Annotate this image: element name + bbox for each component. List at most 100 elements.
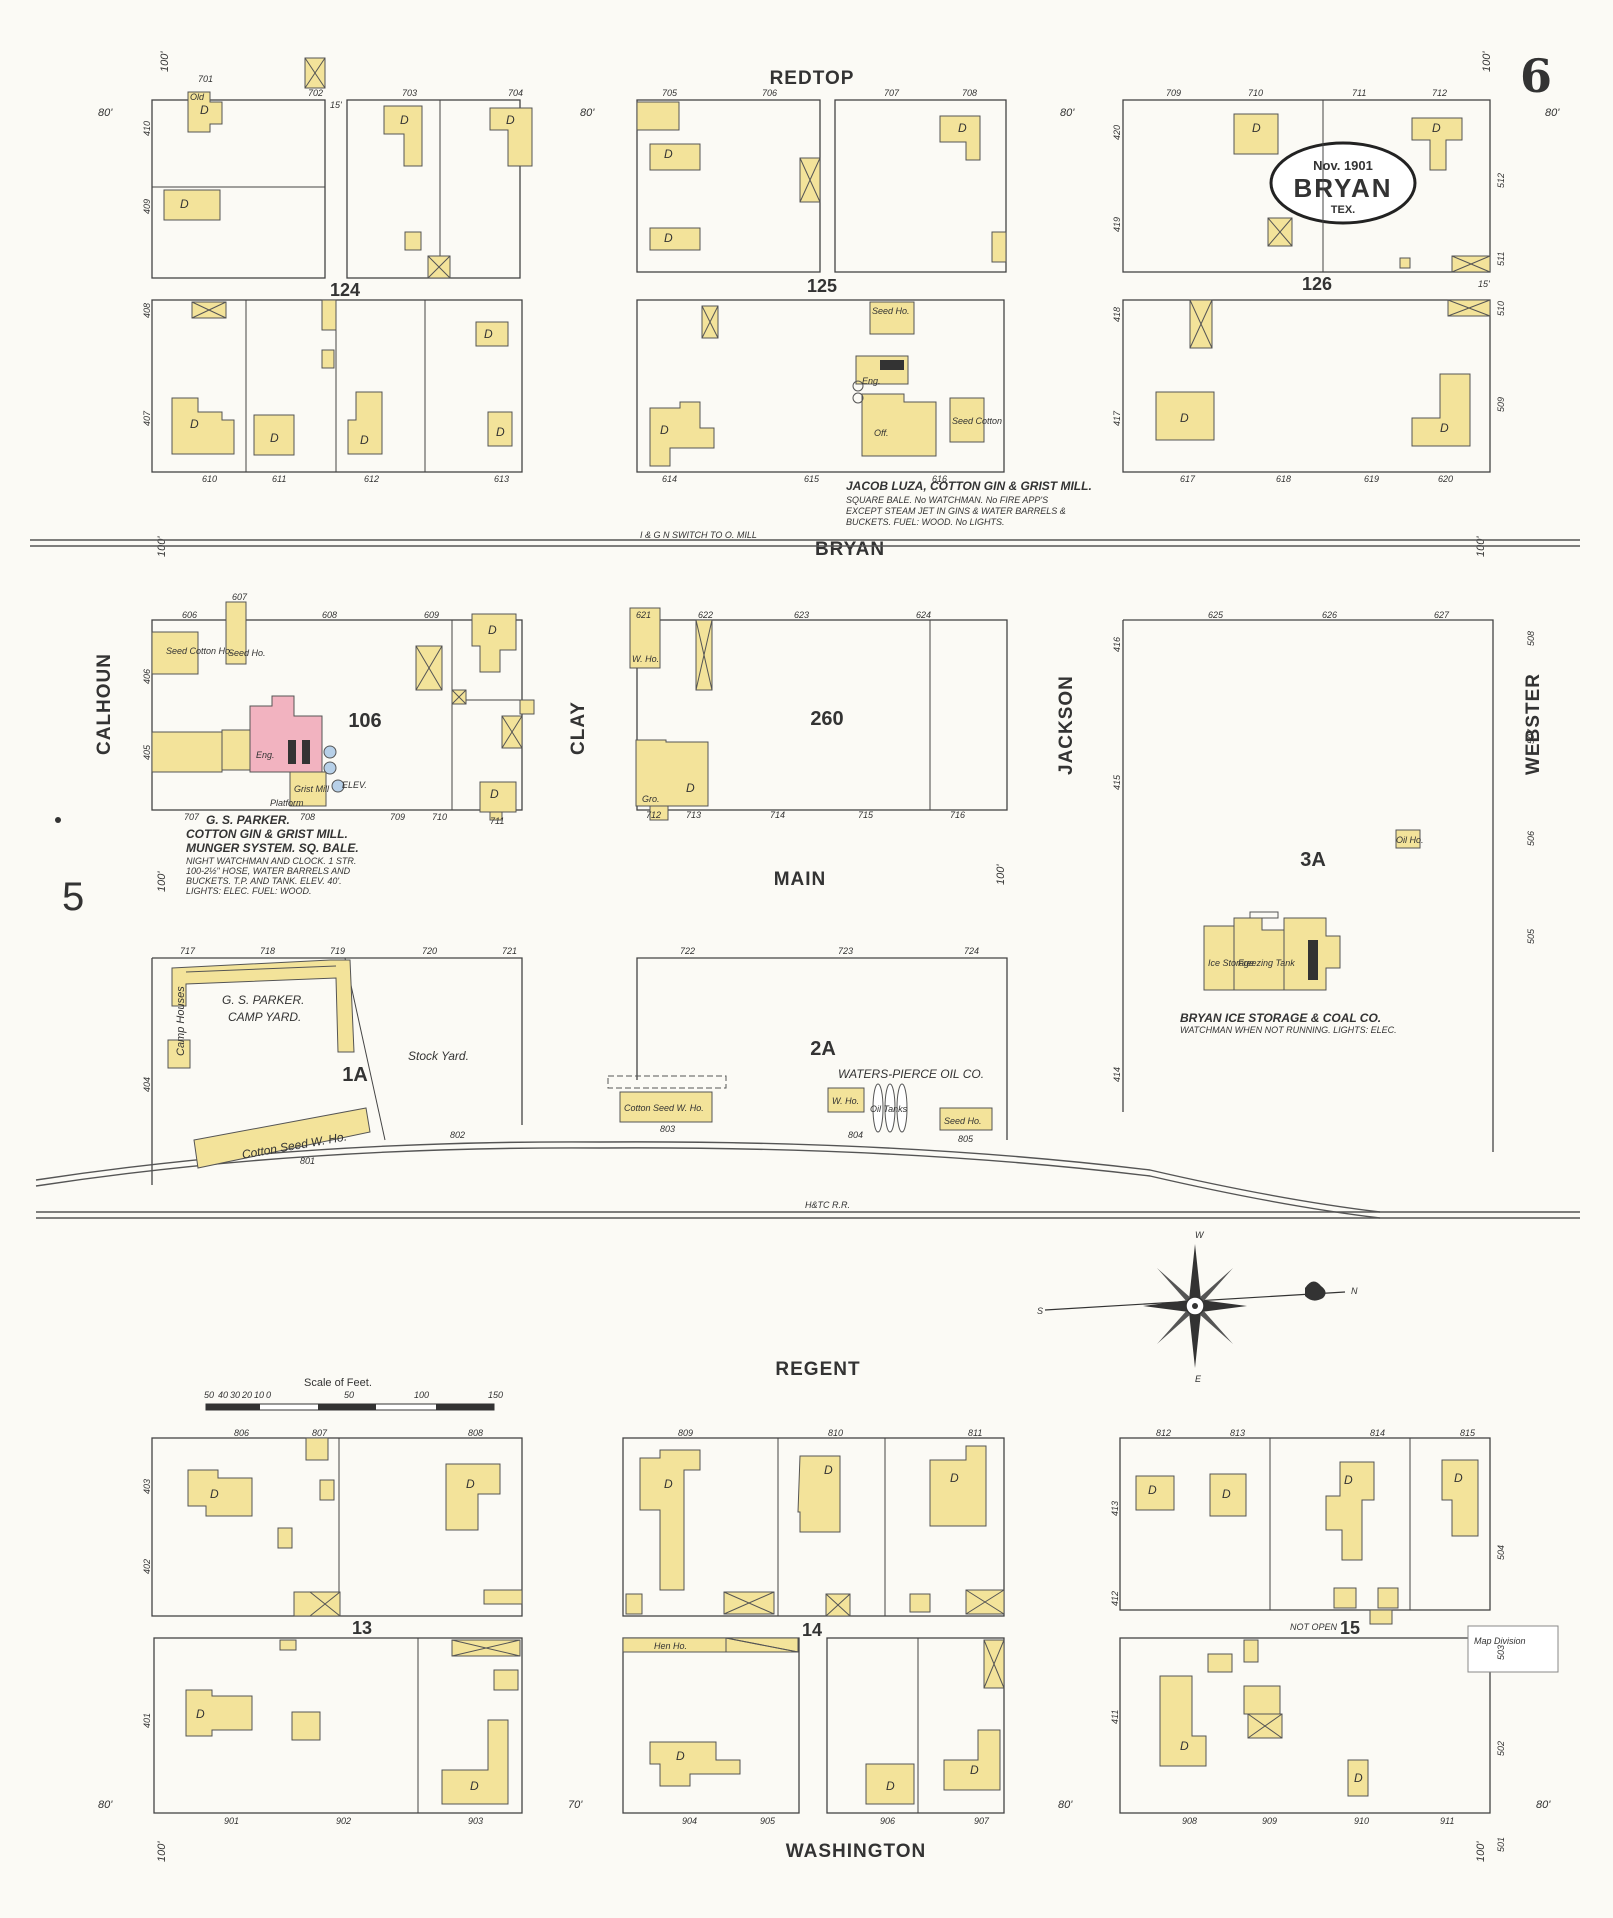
svg-text:Cotton Seed W. Ho.: Cotton Seed W. Ho. bbox=[624, 1103, 704, 1113]
svg-text:CAMP YARD.: CAMP YARD. bbox=[228, 1010, 301, 1024]
grist-mill bbox=[289, 771, 327, 807]
gin-mill bbox=[861, 393, 937, 457]
boiler bbox=[288, 740, 296, 764]
svg-text:406: 406 bbox=[142, 669, 152, 684]
svg-text:D: D bbox=[886, 1779, 895, 1793]
buildings[interactable] bbox=[151, 57, 1559, 1805]
stamp-box bbox=[1467, 1625, 1559, 1673]
cartouche-city: BRYAN bbox=[1293, 173, 1392, 203]
svg-text:N: N bbox=[1351, 1286, 1358, 1296]
svg-text:911: 911 bbox=[1440, 1816, 1454, 1826]
svg-text:910: 910 bbox=[1354, 1816, 1369, 1826]
svg-text:Hen Ho.: Hen Ho. bbox=[654, 1641, 687, 1651]
block-number: 124 bbox=[330, 280, 360, 300]
svg-text:615: 615 bbox=[804, 474, 820, 484]
svg-text:704: 704 bbox=[508, 88, 523, 98]
dwelling bbox=[639, 1449, 701, 1591]
outbuilding bbox=[305, 1437, 329, 1461]
svg-text:802: 802 bbox=[450, 1130, 465, 1140]
svg-text:907: 907 bbox=[974, 1816, 990, 1826]
svg-text:MUNGER SYSTEM. SQ. BALE.: MUNGER SYSTEM. SQ. BALE. bbox=[186, 841, 359, 855]
dwelling bbox=[649, 227, 701, 251]
svg-text:706: 706 bbox=[762, 88, 777, 98]
svg-text:901: 901 bbox=[224, 1816, 239, 1826]
svg-text:402: 402 bbox=[142, 1559, 152, 1574]
svg-text:Freezing Tank: Freezing Tank bbox=[1238, 958, 1295, 968]
svg-text:0: 0 bbox=[266, 1390, 271, 1400]
cotton-seed-warehouse bbox=[193, 1107, 371, 1169]
platform bbox=[1249, 911, 1279, 919]
svg-text:401: 401 bbox=[142, 1713, 152, 1728]
svg-text:405: 405 bbox=[142, 744, 152, 760]
svg-text:614: 614 bbox=[662, 474, 677, 484]
svg-text:D: D bbox=[466, 1477, 475, 1491]
dwelling bbox=[943, 1729, 1001, 1791]
svg-text:Off.: Off. bbox=[874, 428, 889, 438]
width-label: 100' bbox=[156, 1841, 168, 1862]
svg-text:D: D bbox=[1432, 121, 1441, 135]
width-label: 100' bbox=[156, 871, 168, 892]
width-label: 100' bbox=[1481, 51, 1493, 72]
dwelling bbox=[797, 1455, 841, 1533]
dwelling bbox=[1155, 391, 1215, 441]
svg-text:504: 504 bbox=[1496, 1545, 1506, 1560]
dwelling bbox=[163, 189, 221, 221]
svg-text:50: 50 bbox=[344, 1390, 354, 1400]
outbuilding bbox=[909, 1593, 931, 1613]
svg-text:403: 403 bbox=[142, 1479, 152, 1494]
tank bbox=[331, 779, 345, 793]
svg-text:W: W bbox=[1195, 1230, 1205, 1240]
svg-text:710: 710 bbox=[1248, 88, 1263, 98]
dwelling bbox=[649, 1741, 741, 1787]
svg-text:613: 613 bbox=[494, 474, 509, 484]
address-numbers: 410 409 408 407 420 419 418 417 406 405 … bbox=[142, 121, 1536, 1852]
svg-text:718: 718 bbox=[260, 946, 275, 956]
svg-text:D: D bbox=[490, 787, 499, 801]
switch-label: I & G N SWITCH TO O. MILL bbox=[640, 530, 757, 540]
dwelling bbox=[939, 115, 981, 161]
dwelling bbox=[445, 1463, 501, 1531]
street-jackson: JACKSON bbox=[1056, 675, 1077, 775]
svg-text:D: D bbox=[360, 433, 369, 447]
svg-text:412: 412 bbox=[1110, 1591, 1120, 1606]
svg-text:410: 410 bbox=[142, 121, 152, 136]
svg-text:D: D bbox=[190, 417, 199, 431]
svg-text:713: 713 bbox=[686, 810, 701, 820]
camp-house bbox=[167, 1039, 191, 1069]
svg-text:909: 909 bbox=[1262, 1816, 1277, 1826]
railroad-lines[interactable] bbox=[30, 539, 1580, 1219]
svg-text:D: D bbox=[210, 1487, 219, 1501]
street-bryan: BRYAN bbox=[815, 539, 885, 560]
svg-text:815: 815 bbox=[1460, 1428, 1476, 1438]
street-washington: WASHINGTON bbox=[786, 1841, 927, 1862]
width-label: 80' bbox=[1536, 1799, 1551, 1811]
svg-text:708: 708 bbox=[962, 88, 977, 98]
waters-pierce-label: WATERS-PIERCE OIL CO. bbox=[838, 1067, 984, 1081]
street-main: MAIN bbox=[774, 869, 827, 890]
dwelling bbox=[929, 1445, 987, 1527]
svg-text:D: D bbox=[180, 197, 189, 211]
svg-text:716: 716 bbox=[950, 810, 965, 820]
outbuilding bbox=[489, 811, 503, 821]
svg-text:100-2½" HOSE, WATER BARRELS AN: 100-2½" HOSE, WATER BARRELS AND bbox=[186, 866, 351, 876]
svg-text:Seed Cotton: Seed Cotton bbox=[952, 416, 1002, 426]
svg-text:807: 807 bbox=[312, 1428, 328, 1438]
svg-text:413: 413 bbox=[1110, 1501, 1120, 1516]
svg-text:D: D bbox=[1454, 1471, 1463, 1485]
svg-text:JACOB LUZA, COTTON GIN & GRIST: JACOB LUZA, COTTON GIN & GRIST MILL. bbox=[846, 479, 1092, 493]
cartouche-date: Nov. 1901 bbox=[1313, 158, 1373, 173]
svg-text:Grist Mill: Grist Mill bbox=[294, 784, 330, 794]
svg-text:707: 707 bbox=[884, 88, 900, 98]
outbuilding bbox=[519, 699, 535, 715]
street-calhoun: CALHOUN bbox=[94, 653, 115, 755]
svg-text:721: 721 bbox=[502, 946, 517, 956]
svg-text:609: 609 bbox=[424, 610, 439, 620]
svg-text:D: D bbox=[196, 1707, 205, 1721]
svg-text:906: 906 bbox=[880, 1816, 895, 1826]
svg-text:D: D bbox=[270, 431, 279, 445]
width-label: 80' bbox=[1058, 1799, 1073, 1811]
svg-text:EXCEPT STEAM JET IN GINS & WAT: EXCEPT STEAM JET IN GINS & WATER BARRELS… bbox=[846, 506, 1066, 516]
dwelling bbox=[441, 1719, 509, 1805]
dwelling bbox=[347, 391, 383, 455]
